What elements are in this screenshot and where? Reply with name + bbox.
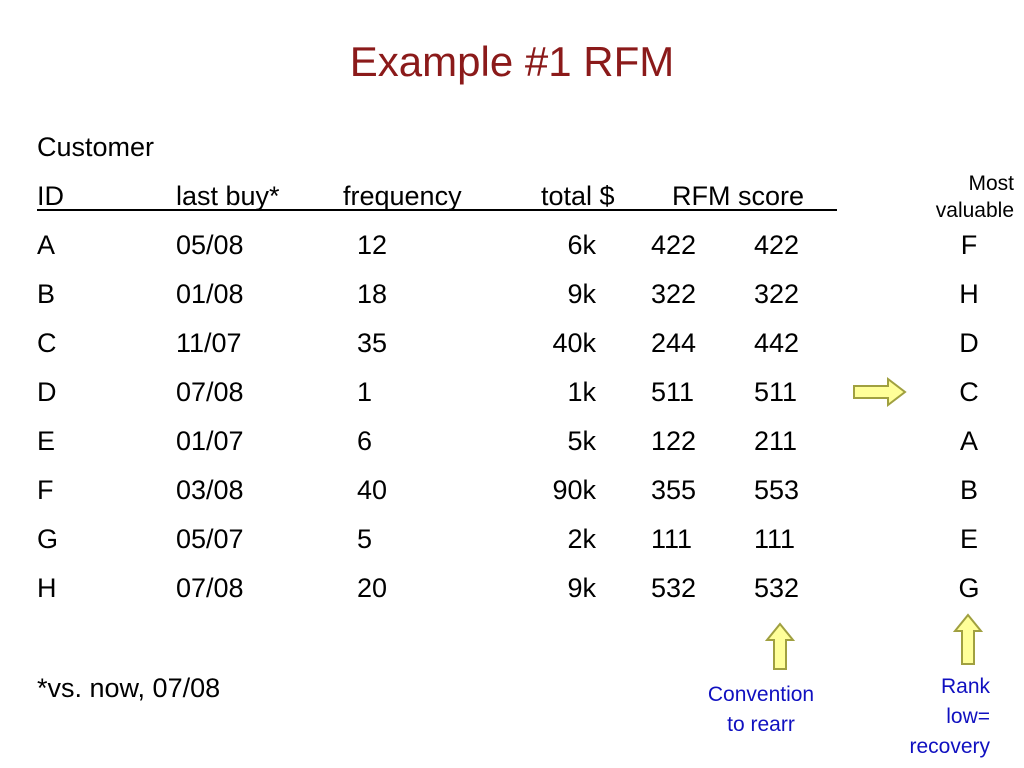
cell-frequency: 18 [357,279,388,309]
cell-last-buy: 11/07 [176,328,242,358]
right-arrow-icon [853,376,907,408]
cell-frequency: 6 [357,426,373,456]
rank-note-line-2: low= [946,705,990,728]
cell-total: 6k [567,230,596,260]
cell-rank: D [959,328,979,358]
rank-note: Rank low= recovery [909,672,990,762]
cell-id: E [37,426,56,456]
cell-id: A [37,230,56,260]
col-header-total: total $ [541,181,615,211]
cell-rank: E [959,524,978,554]
cell-total: 5k [567,426,596,456]
cell-score: 122 [651,426,697,456]
convention-note: Convention to rearr [688,680,834,740]
footnote: *vs. now, 07/08 [37,673,221,703]
cell-id: G [37,524,59,554]
cell-frequency: 40 [357,475,388,505]
cell-total: 2k [567,524,596,554]
cell-id: F [37,475,54,505]
cell-score: 244 [651,328,697,358]
cell-id: H [37,573,57,603]
cell-rearranged-score: 422 [754,230,800,260]
cell-total: 40k [552,328,596,358]
header-customer-label: Customer [37,132,155,162]
cell-rearranged-score: 211 [754,426,798,456]
cell-rearranged-score: 532 [754,573,800,603]
cell-score: 422 [651,230,697,260]
cell-id: D [37,377,57,407]
cell-last-buy: 01/07 [176,426,244,456]
cell-rearranged-score: 111 [754,524,796,554]
most-valuable-line-2: valuable [935,199,1014,222]
cell-score: 511 [651,377,695,407]
cell-score: 111 [651,524,693,554]
cell-last-buy: 07/08 [176,573,244,603]
cell-rank: C [959,377,979,407]
cell-score: 355 [651,475,697,505]
col-header-last-buy: last buy* [176,181,280,211]
cell-frequency: 1 [357,377,373,407]
most-valuable-line-1: Most [968,172,1014,195]
convention-note-line-1: Convention [707,683,815,706]
rank-note-line-1: Rank [940,675,990,698]
cell-last-buy: 07/08 [176,377,244,407]
cell-frequency: 5 [357,524,373,554]
cell-rearranged-score: 553 [754,475,800,505]
cell-rank: A [959,426,978,456]
cell-rank: F [960,230,978,260]
cell-rearranged-score: 511 [754,377,798,407]
cell-id: C [37,328,57,358]
most-valuable-note: Most valuable [936,170,1014,224]
header-underline [37,209,837,211]
col-header-frequency: frequency [343,181,462,211]
cell-last-buy: 05/08 [176,230,244,260]
cell-last-buy: 01/08 [176,279,244,309]
cell-frequency: 12 [357,230,388,260]
up-arrow-icon-convention [764,622,796,670]
rank-note-line-3: recovery [909,735,990,758]
cell-frequency: 20 [357,573,388,603]
col-header-rfm-score: RFM score [672,181,805,211]
cell-total: 9k [567,279,596,309]
cell-score: 532 [651,573,697,603]
col-header-id: ID [37,181,64,211]
cell-total: 1k [567,377,596,407]
slide-title: Example #1 RFM [349,38,675,85]
cell-id: B [37,279,56,309]
cell-score: 322 [651,279,697,309]
cell-last-buy: 05/07 [176,524,244,554]
cell-rank: G [958,573,980,603]
cell-rearranged-score: 322 [754,279,800,309]
cell-rank: H [959,279,979,309]
cell-rank: B [959,475,978,505]
convention-note-line-2: to rearr [727,713,795,736]
up-arrow-icon-rank [952,613,984,665]
cell-frequency: 35 [357,328,388,358]
cell-total: 9k [567,573,596,603]
cell-total: 90k [552,475,596,505]
cell-last-buy: 03/08 [176,475,244,505]
cell-rearranged-score: 442 [754,328,800,358]
